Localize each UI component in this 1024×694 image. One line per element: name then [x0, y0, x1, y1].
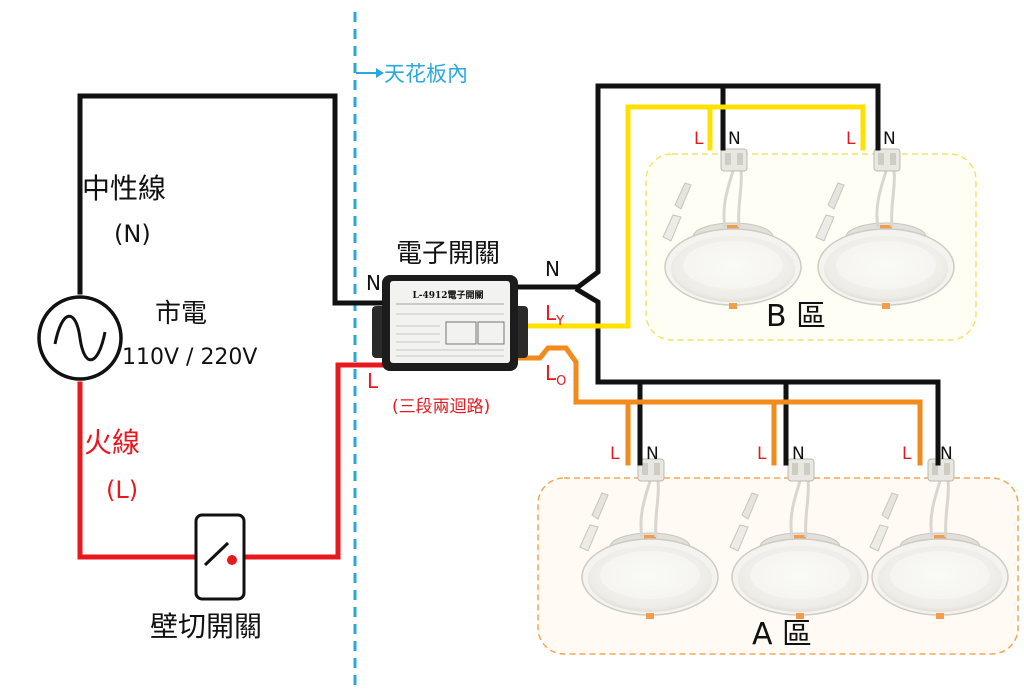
live-label: 火線 [84, 426, 140, 459]
pin-ly: LY [545, 301, 564, 329]
wall-switch-label: 壁切開關 [150, 610, 262, 643]
a3-terminal-l: L [902, 444, 912, 464]
ceiling-label: 天花板內 [384, 62, 468, 86]
neutral-wire-out [509, 83, 881, 290]
b1-terminal-n: N [728, 129, 741, 149]
electronic-switch-title: 電子開關 [396, 239, 500, 269]
neutral-code: (N) [114, 220, 151, 248]
a3-terminal-n: N [940, 444, 953, 464]
switch-mode-label: (三段兩迴路) [392, 397, 490, 417]
electronic-switch-module: L-4912電子開關 [372, 275, 528, 371]
zone-a-label: A 區 [752, 617, 812, 652]
a2-terminal-l: L [757, 444, 767, 464]
a1-terminal-n: N [646, 444, 659, 464]
pin-ly-sub: Y [555, 314, 564, 329]
b2-terminal-l: L [846, 129, 856, 149]
pin-l-in: L [367, 369, 379, 393]
wall-switch-contact [227, 555, 237, 565]
pin-lo: LO [545, 361, 566, 389]
pin-n-in: N [366, 271, 381, 295]
sine-wave-icon [53, 314, 107, 362]
live-wire-in [77, 381, 199, 560]
a2-terminal-n: N [792, 444, 805, 464]
zone-b-label: B 區 [766, 299, 826, 334]
zone-a-live-wire [509, 345, 923, 466]
ceiling-arrow-head [376, 68, 384, 78]
b2-terminal-n: N [883, 129, 896, 149]
live-wire-switched [237, 362, 391, 560]
zone-b-live-wire [509, 104, 866, 329]
wall-switch-box [194, 513, 246, 601]
live-code: (L) [106, 476, 138, 504]
a1-terminal-l: L [610, 444, 620, 464]
switch-model-text: L-4912電子開關 [412, 290, 483, 301]
neutral-wire-out-a [574, 286, 941, 466]
neutral-label: 中性線 [82, 172, 166, 205]
pin-ly-main: L [545, 301, 557, 325]
wall-switch-lever [203, 541, 230, 567]
mains-voltage: 110V / 220V [122, 345, 257, 370]
pin-n-out: N [545, 257, 560, 281]
b1-terminal-l: L [694, 129, 704, 149]
mains-label: 市電 [155, 299, 207, 329]
neutral-wire-in [77, 93, 391, 306]
pin-lo-sub: O [556, 374, 566, 389]
pin-lo-main: L [545, 361, 557, 385]
